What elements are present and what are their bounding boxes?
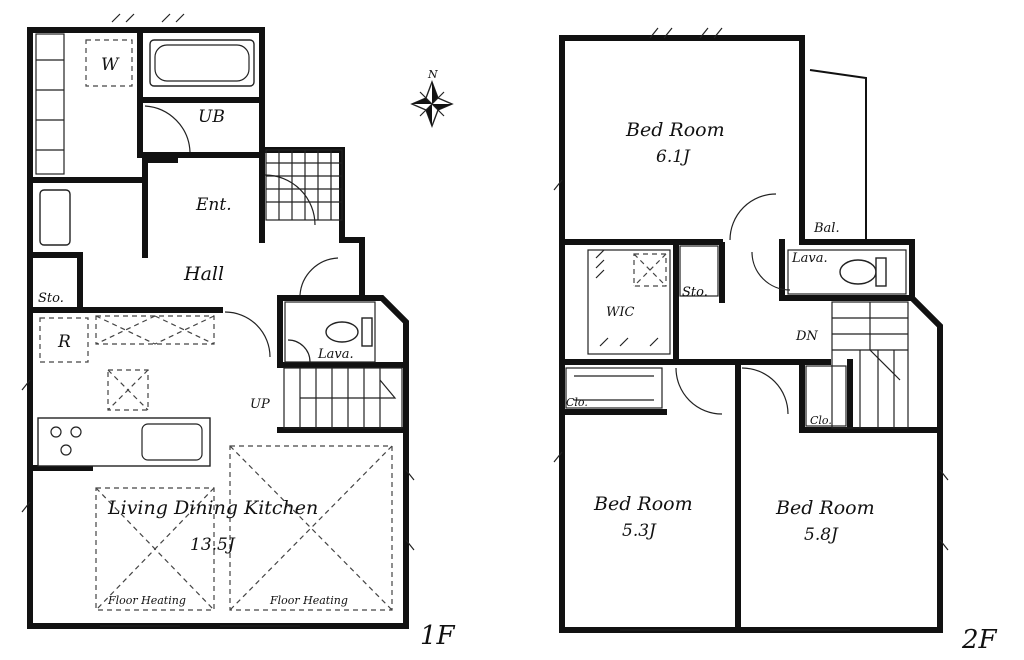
lavatory-label-2f: Lava. [791, 251, 828, 266]
second-floor-plan: Bed Room 6.1J Bal. Lava. WIC Sto. DN Clo… [553, 27, 998, 655]
fridge-label: R [57, 332, 71, 352]
lavatory-label-1f: Lava. [317, 347, 354, 362]
floor-heating-left-label: Floor Heating [107, 594, 186, 607]
first-floor-plan: W R [21, 13, 456, 651]
storage-label-2f: Sto. [682, 285, 708, 300]
bed-top-size-label: 6.1J [656, 147, 691, 167]
compass-north-label: N [427, 68, 438, 81]
washer-label: W [101, 55, 120, 75]
bed-left-size-label: 5.3J [622, 521, 657, 541]
floor-2f-label: 2F [961, 625, 998, 655]
bath-label: UB [198, 107, 225, 127]
closet-left-label: Clo. [566, 396, 588, 409]
closet-right-label: Clo. [810, 414, 832, 427]
floor-1f-label: 1F [420, 621, 456, 651]
bed-right-name-label: Bed Room [775, 497, 875, 519]
ldk-size-label: 13.5J [190, 535, 236, 555]
bed-left-name-label: Bed Room [593, 493, 693, 515]
stairs-down-label: DN [795, 329, 818, 344]
ldk-name-label: Living Dining Kitchen [107, 497, 318, 519]
bed-right-size-label: 5.8J [804, 525, 839, 545]
floor-heating-right-label: Floor Heating [269, 594, 348, 607]
bed-top-name-label: Bed Room [625, 119, 725, 141]
hall-label: Hall [183, 263, 224, 285]
entrance-label: Ent. [195, 195, 232, 215]
compass-icon: N [410, 68, 454, 128]
stairs-up-label: UP [250, 397, 270, 412]
wic-label: WIC [606, 305, 634, 320]
storage-label-1f: Sto. [38, 291, 64, 306]
balcony-label: Bal. [813, 221, 840, 236]
